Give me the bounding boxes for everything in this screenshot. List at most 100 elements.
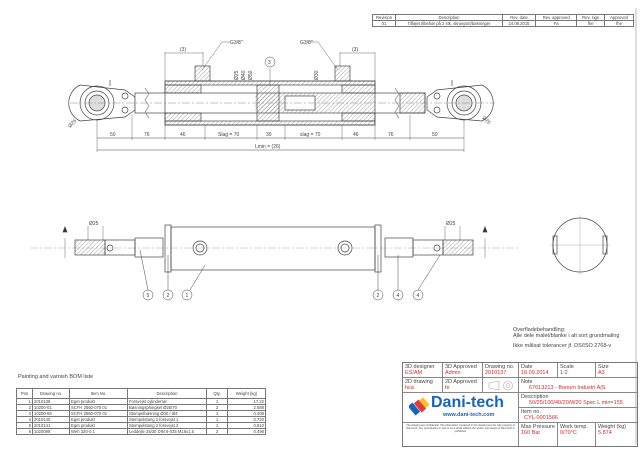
dim: slag = 70 bbox=[300, 132, 321, 138]
weight: Weight (kg)5.874 bbox=[596, 423, 637, 446]
disclaimer: The drawing are confidential. The inform… bbox=[403, 423, 519, 446]
notes: Overfladebehandling: Alle dele malet/bla… bbox=[513, 327, 619, 349]
overall-length-dim: Lmin = (26) bbox=[255, 144, 281, 150]
bom-col: Item No. bbox=[69, 388, 128, 399]
balloon-3-text: 3 bbox=[268, 60, 271, 66]
dim: 46 bbox=[353, 132, 359, 138]
value: 1:2 bbox=[560, 370, 568, 376]
bore-label-left: Ø25 bbox=[89, 221, 99, 227]
port-label-left: G3/8" bbox=[230, 40, 243, 46]
label: Drawing no. bbox=[485, 364, 515, 370]
work-temp: Work temp.0/70°C bbox=[558, 423, 596, 446]
diameter-label: Ø30 bbox=[314, 70, 320, 80]
side-view bbox=[30, 215, 610, 301]
label: Max Pressure bbox=[521, 424, 555, 430]
bom-table: Pos Drawing no. Item No. Description Qty… bbox=[16, 388, 266, 435]
label: 2D drawing bbox=[405, 379, 433, 385]
dim: 76 bbox=[388, 132, 394, 138]
balloon-text: 2 bbox=[377, 293, 380, 299]
value: 2010137 bbox=[485, 370, 507, 376]
balloon-3 bbox=[264, 56, 276, 68]
bore-label-right: Ø25 bbox=[446, 221, 456, 227]
dani-tech-logo-icon bbox=[409, 397, 430, 416]
website: www.dani-tech.com bbox=[443, 412, 495, 418]
revision-row: 01 Tilføjet tilbehør på 2 stk. skrueport… bbox=[372, 20, 634, 27]
dim: 76 bbox=[144, 132, 150, 138]
value: A3 bbox=[598, 370, 605, 376]
bom-title: Painting and varnish BOM liste bbox=[18, 374, 94, 380]
eye-dim-right: Ø25 bbox=[481, 115, 492, 126]
section-view-labels: G3/8" G3/8" 3 (3) (3) Ø25 Ø40 Ø50 Ø30 Ø2… bbox=[67, 40, 491, 150]
diameter-label: Ø50 bbox=[248, 70, 254, 80]
right-rod-eye bbox=[426, 80, 494, 122]
top-dim-left: (3) bbox=[180, 47, 186, 53]
label: Work temp. bbox=[560, 424, 589, 430]
label: Scale bbox=[560, 364, 574, 370]
section-view bbox=[68, 41, 495, 152]
bom-cell: 0.498 bbox=[227, 428, 266, 435]
eye-dim-left: Ø25 bbox=[67, 118, 78, 129]
dim: Slag = 70 bbox=[218, 132, 239, 138]
value: ES/AM bbox=[405, 370, 423, 376]
port-label-right: G3/8" bbox=[300, 40, 313, 46]
dim: 50 bbox=[110, 132, 116, 138]
label: 3D Approved bbox=[445, 364, 477, 370]
dim: 46 bbox=[180, 132, 186, 138]
left-rod-eye bbox=[68, 80, 136, 122]
bom-cell: 2 bbox=[206, 428, 228, 435]
bom-col: Drawing no. bbox=[32, 388, 70, 399]
bom-header: Pos Drawing no. Item No. Description Qty… bbox=[16, 388, 266, 399]
diameter-label: Ø25 bbox=[234, 70, 240, 80]
value: 160 Bar bbox=[521, 430, 541, 436]
top-dim-right: (3) bbox=[352, 47, 358, 53]
projection-symbol bbox=[483, 378, 519, 393]
item-no: Item no.CYL-0001566 bbox=[519, 408, 637, 423]
value: 16.09.2014 bbox=[521, 370, 549, 376]
label: Size bbox=[598, 364, 609, 370]
balloon-text: 2 bbox=[167, 293, 170, 299]
label: 2D Approved bbox=[445, 379, 477, 385]
label: Weight (kg) bbox=[598, 424, 627, 430]
dim: 30 bbox=[266, 132, 272, 138]
value: 50/25/100/40/20/W20 Spec L min=155 bbox=[529, 400, 623, 406]
value: CYL-0001566 bbox=[524, 415, 558, 421]
balloon-text: 4 bbox=[417, 293, 420, 299]
value: fe bbox=[445, 385, 450, 391]
value: 0/70°C bbox=[560, 430, 577, 436]
surface-treatment-heading: Overfladebehandling: bbox=[513, 327, 566, 333]
end-view bbox=[550, 215, 610, 275]
revision-header: Revision Description Rev. date Rev. appr… bbox=[372, 14, 634, 21]
balloon-1 bbox=[181, 289, 193, 301]
dim: 50 bbox=[432, 132, 438, 138]
balloon-text: 5 bbox=[147, 293, 150, 299]
diameter-label: Ø40 bbox=[241, 70, 247, 80]
tolerance-note: Ikke målsat tolerancer jf. DS/ISO 2768-v bbox=[513, 343, 612, 349]
bom-col: Pos bbox=[16, 388, 33, 399]
bom-cell: Leddejle 25/30 DIN 6-025 M16x1.5 bbox=[127, 428, 207, 435]
label: Note bbox=[521, 379, 533, 385]
balloon-text: 1 bbox=[186, 293, 189, 299]
value: hca bbox=[405, 385, 414, 391]
drawing-no: Drawing no.2010137 bbox=[483, 363, 519, 378]
bom-col: Qty. bbox=[206, 388, 228, 399]
label: Date bbox=[521, 364, 533, 370]
bom-cell: 1020098 bbox=[32, 428, 70, 435]
rev-cell: fhe bbox=[604, 20, 634, 27]
side-view-labels: Ø25 Ø25 5 2 1 2 4 4 bbox=[89, 221, 456, 299]
label: Description bbox=[521, 394, 549, 400]
surface-treatment-text: Alle dele malet/blanke i alt sort grundm… bbox=[513, 333, 620, 339]
bom-cell: Weh 320-0.1 bbox=[69, 428, 128, 435]
label: Item no. bbox=[521, 409, 541, 415]
balloon-text: 4 bbox=[397, 293, 400, 299]
value: 5.874 bbox=[598, 430, 612, 436]
rev-cell: Fa bbox=[535, 20, 578, 27]
